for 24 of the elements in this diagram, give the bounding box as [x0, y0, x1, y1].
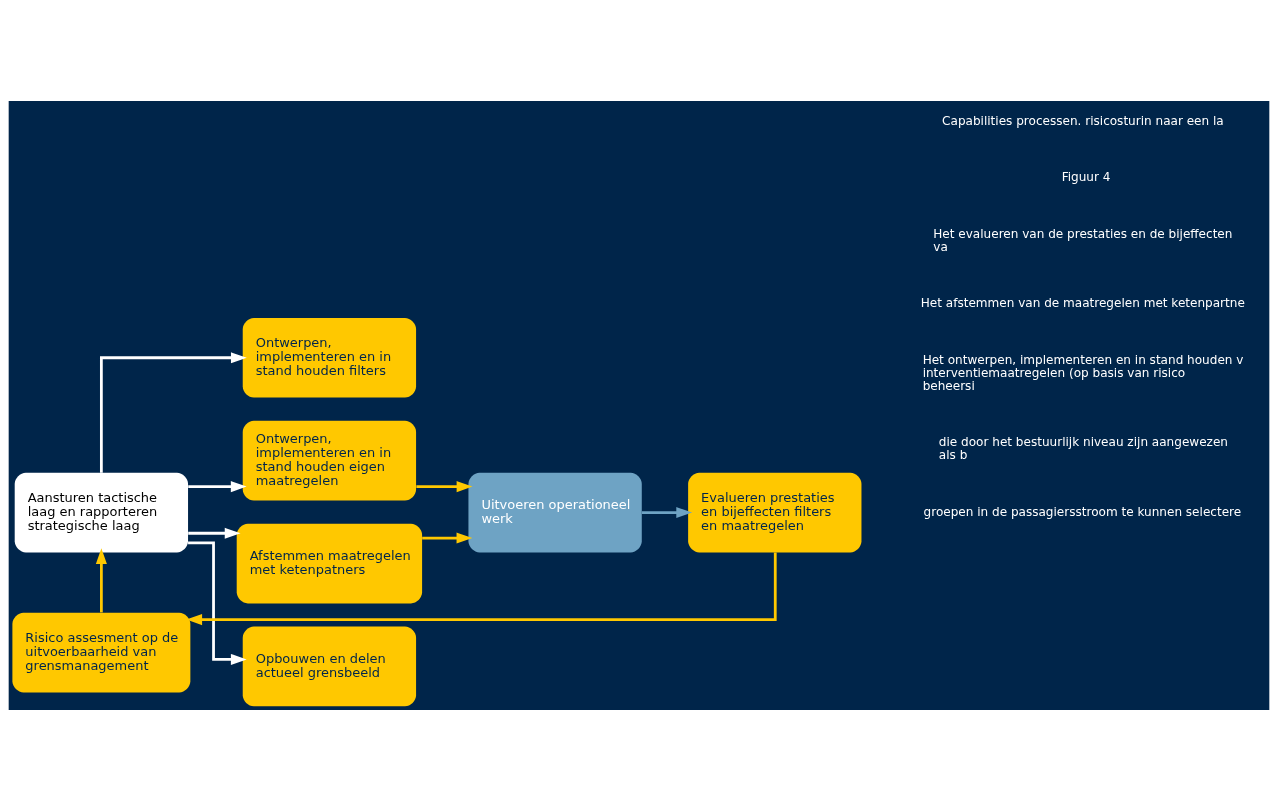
label: Capabilities processen. risicosturin naar een la [942, 113, 1224, 128]
node-box: Afstemmen maatregelen met ketenpatners [236, 523, 423, 604]
label: groepen in de passagiersstroom te kunnen selectere [923, 504, 1242, 519]
node-box: Evalueren prestaties en bijeffecten filters en maatregelen [688, 472, 862, 553]
node-box: Uitvoeren operationeel werk [468, 472, 642, 553]
node-box: Ontwerpen, implementeren en in stand houden eigen maatregelen [242, 420, 417, 501]
label: Het afstemmen van de maatregelen met ketenpartne [920, 296, 1245, 311]
arrow [422, 532, 473, 544]
label: Het evalueren van de prestaties en de bijeffecten va [933, 226, 1233, 254]
node-box: Risico assesment op de uitvoerbaarheid van grensmanagement [12, 612, 191, 693]
arrow [416, 481, 473, 493]
node-box: Opbouwen en delen actueel grensbeeld [242, 626, 417, 707]
label: Figuur 4 [1061, 170, 1111, 185]
arrow [641, 507, 693, 519]
node-box: Ontwerpen, implementeren en in stand houden filters [242, 317, 417, 398]
arrow [188, 541, 247, 665]
arrow [188, 481, 247, 493]
arrow [100, 352, 247, 473]
arrow [186, 552, 777, 626]
node-box: Aansturen tactische laag en rapporteren strategische laag [14, 472, 189, 553]
label: die door het bestuurlijk niveau zijn aangewezen als b [938, 435, 1228, 463]
label: Het ontwerpen, implementeren en in stand houden v interventiemaatregelen (op basis van risico beheersi [922, 352, 1244, 393]
arrow [188, 527, 241, 539]
arrow [95, 548, 107, 613]
